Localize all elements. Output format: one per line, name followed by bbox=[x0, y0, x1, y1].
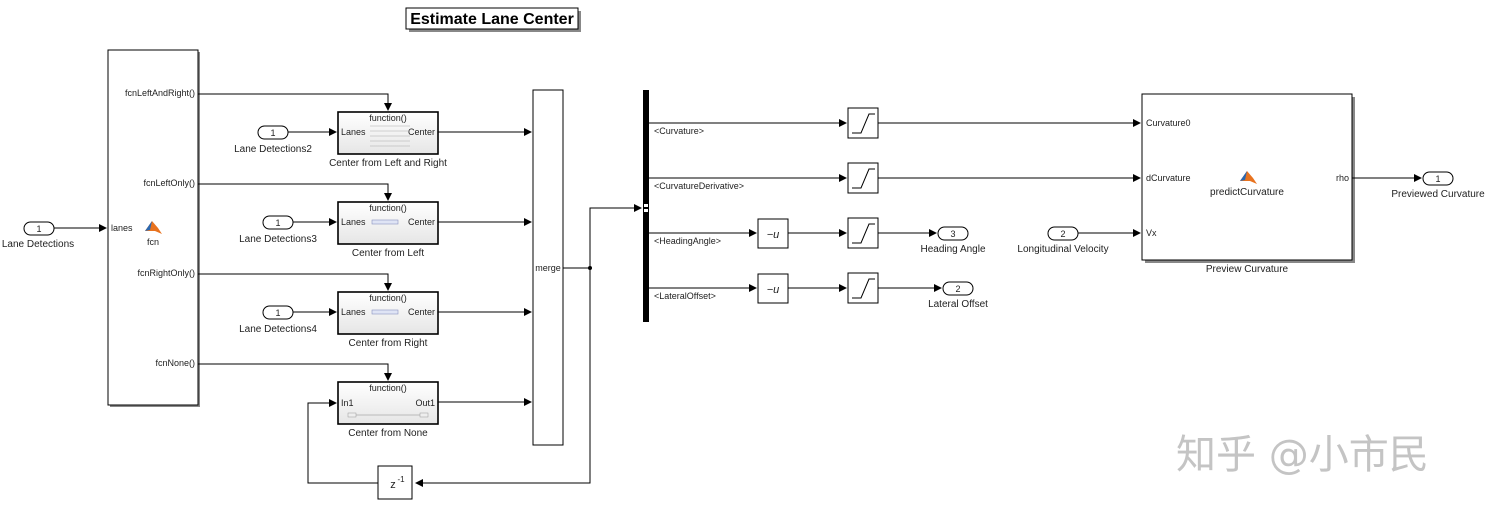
saturation-block-1[interactable] bbox=[847, 107, 879, 139]
gain-block-heading[interactable]: −u bbox=[757, 218, 789, 249]
outport-heading-angle[interactable]: 3 Heading Angle bbox=[920, 226, 986, 255]
svg-text:Lanes: Lanes bbox=[341, 217, 366, 227]
svg-text:Curvature0: Curvature0 bbox=[1146, 118, 1191, 128]
svg-text:function(): function() bbox=[369, 113, 407, 123]
svg-text:2: 2 bbox=[1060, 229, 1065, 239]
svg-text:<CurvatureDerivative>: <CurvatureDerivative> bbox=[654, 181, 744, 191]
svg-text:Lateral Offset: Lateral Offset bbox=[928, 299, 988, 310]
svg-text:Lanes: Lanes bbox=[341, 307, 366, 317]
fcn-block[interactable]: lanes fcnLeftAndRight() fcnLeftOnly() fc… bbox=[107, 49, 200, 407]
svg-text:Lane Detections3: Lane Detections3 bbox=[239, 234, 317, 245]
svg-text:-1: -1 bbox=[397, 475, 405, 484]
svg-text:Center from None: Center from None bbox=[348, 428, 428, 439]
svg-text:Center: Center bbox=[408, 217, 435, 227]
svg-text:Lane Detections2: Lane Detections2 bbox=[234, 144, 312, 155]
svg-text:1: 1 bbox=[270, 128, 275, 138]
saturation-block-3[interactable] bbox=[847, 217, 879, 249]
svg-text:Previewed Curvature: Previewed Curvature bbox=[1391, 189, 1485, 200]
svg-text:1: 1 bbox=[275, 218, 280, 228]
saturation-block-2[interactable] bbox=[847, 162, 879, 194]
matlab-logo-icon bbox=[1240, 171, 1257, 184]
outport-previewed-curvature[interactable]: 1 Previewed Curvature bbox=[1391, 171, 1485, 200]
outport-lateral-offset[interactable]: 2 Lateral Offset bbox=[928, 281, 988, 310]
svg-text:<Curvature>: <Curvature> bbox=[654, 126, 704, 136]
inport-lane-detections2[interactable]: 1 Lane Detections2 bbox=[234, 125, 312, 155]
inport-lane-detections[interactable]: 1 Lane Detections bbox=[2, 221, 74, 250]
svg-text:Heading Angle: Heading Angle bbox=[920, 244, 985, 255]
svg-text:Preview Curvature: Preview Curvature bbox=[1206, 264, 1289, 275]
svg-text:rho: rho bbox=[1336, 173, 1349, 183]
svg-text:z: z bbox=[390, 479, 396, 491]
svg-text:In1: In1 bbox=[341, 398, 354, 408]
gain-block-lateral[interactable]: −u bbox=[757, 273, 789, 304]
svg-text:Lane Detections: Lane Detections bbox=[2, 239, 74, 250]
svg-text:1: 1 bbox=[275, 308, 280, 318]
bus-selector[interactable] bbox=[643, 90, 649, 322]
svg-text:1: 1 bbox=[36, 224, 41, 234]
svg-text:function(): function() bbox=[369, 293, 407, 303]
svg-text:Estimate Lane Center: Estimate Lane Center bbox=[410, 11, 574, 28]
subsystem-center-right[interactable]: function() Lanes Center Center from Righ… bbox=[337, 291, 439, 349]
svg-text:merge: merge bbox=[535, 263, 561, 273]
svg-text:predictCurvature: predictCurvature bbox=[1210, 187, 1284, 198]
svg-text:Center: Center bbox=[408, 127, 435, 137]
unit-delay-block[interactable]: z -1 bbox=[377, 465, 413, 500]
svg-text:Center from Right: Center from Right bbox=[349, 338, 428, 349]
svg-text:Vx: Vx bbox=[1146, 228, 1157, 238]
svg-text:<HeadingAngle>: <HeadingAngle> bbox=[654, 236, 721, 246]
svg-text:2: 2 bbox=[955, 284, 960, 294]
svg-text:<LateralOffset>: <LateralOffset> bbox=[654, 291, 716, 301]
bus-signal-curvature-derivative: <CurvatureDerivative> bbox=[649, 174, 847, 191]
fcn-out-port-label: fcnRightOnly() bbox=[137, 268, 195, 278]
bus-signal-curvature: <Curvature> bbox=[649, 119, 847, 136]
svg-text:fcn: fcn bbox=[147, 237, 159, 247]
preview-curvature-block[interactable]: Curvature0 dCurvature Vx rho predictCurv… bbox=[1141, 93, 1355, 275]
svg-text:1: 1 bbox=[1435, 174, 1440, 184]
matlab-logo-icon bbox=[145, 221, 162, 234]
fcn-out-port-label: fcnNone() bbox=[155, 358, 195, 368]
subsystem-center-left[interactable]: function() Lanes Center Center from Left bbox=[337, 201, 439, 259]
inport-lane-detections3[interactable]: 1 Lane Detections3 bbox=[239, 215, 317, 245]
svg-text:function(): function() bbox=[369, 203, 407, 213]
subsystem-center-left-right[interactable]: function() Lanes Center Center from Left… bbox=[329, 111, 447, 169]
bus-signal-lateral-offset: <LateralOffset> bbox=[649, 284, 757, 301]
saturation-block-4[interactable] bbox=[847, 272, 879, 304]
svg-text:−u: −u bbox=[767, 284, 780, 296]
svg-text:Longitudinal Velocity: Longitudinal Velocity bbox=[1017, 244, 1108, 255]
svg-text:Lane Detections4: Lane Detections4 bbox=[239, 324, 317, 335]
merge-block[interactable]: merge bbox=[532, 89, 564, 446]
fcn-out-port-label: fcnLeftOnly() bbox=[143, 178, 195, 188]
fcn-in-port-label: lanes bbox=[111, 223, 133, 233]
svg-text:Out1: Out1 bbox=[415, 398, 435, 408]
svg-text:3: 3 bbox=[950, 229, 955, 239]
svg-text:Center from Left: Center from Left bbox=[352, 248, 424, 259]
inport-lane-detections4[interactable]: 1 Lane Detections4 bbox=[239, 305, 317, 335]
svg-text:−u: −u bbox=[767, 229, 780, 241]
diagram-title: Estimate Lane Center bbox=[405, 7, 581, 32]
svg-text:function(): function() bbox=[369, 383, 407, 393]
svg-text:dCurvature: dCurvature bbox=[1146, 173, 1191, 183]
fcn-out-port-label: fcnLeftAndRight() bbox=[125, 88, 195, 98]
subsystem-center-none[interactable]: function() In1 Out1 Center from None bbox=[337, 381, 439, 439]
bus-signal-heading-angle: <HeadingAngle> bbox=[649, 229, 757, 246]
inport-longitudinal-velocity[interactable]: 2 Longitudinal Velocity bbox=[1017, 226, 1109, 255]
svg-text:Lanes: Lanes bbox=[341, 127, 366, 137]
svg-text:Center from Left and Right: Center from Left and Right bbox=[329, 158, 447, 169]
watermark: 知乎 @小市民 bbox=[1176, 432, 1429, 478]
svg-text:Center: Center bbox=[408, 307, 435, 317]
